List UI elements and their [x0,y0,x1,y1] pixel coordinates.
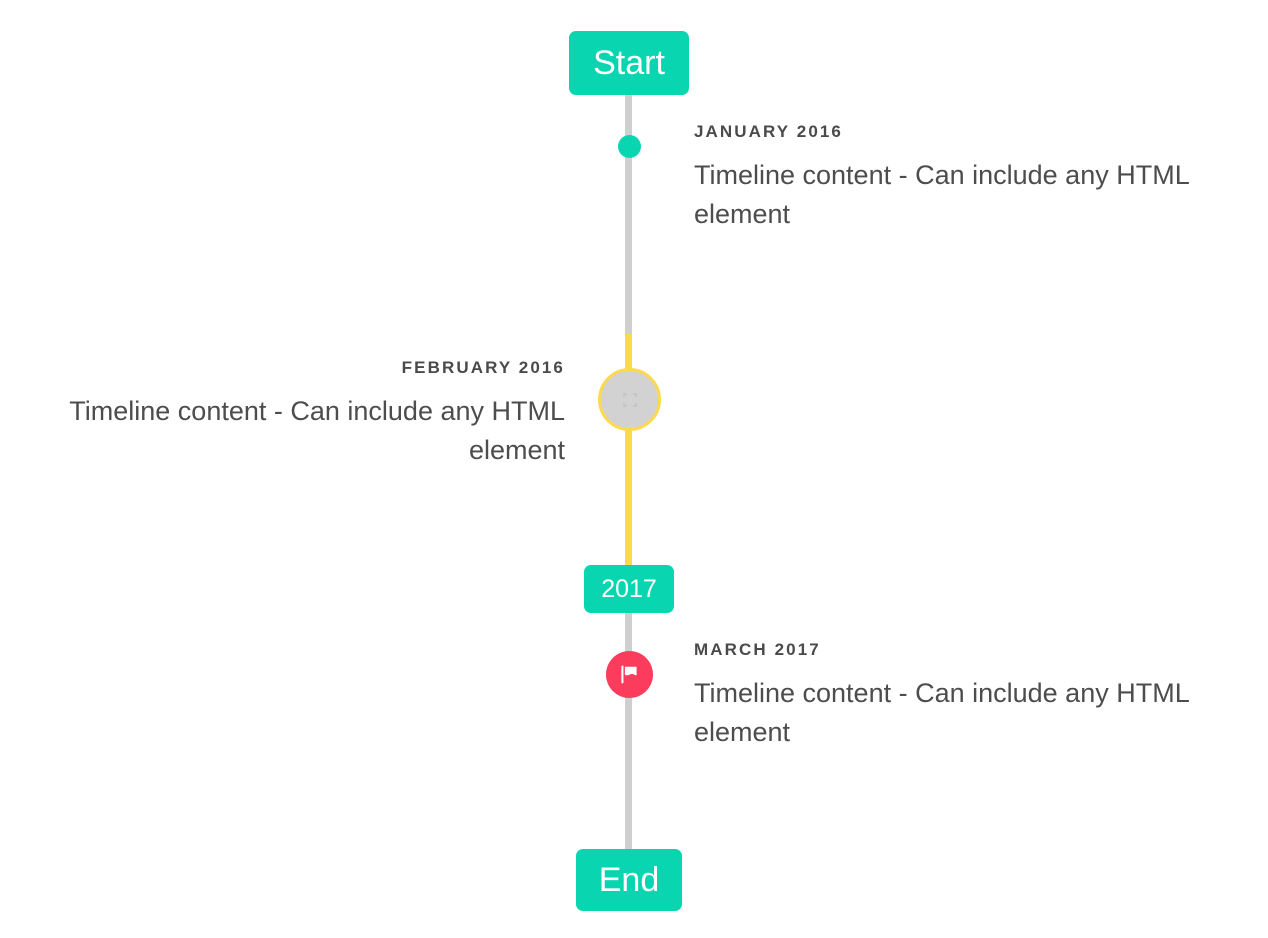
timeline-marker-badge-february[interactable] [598,368,661,431]
timeline-start-badge[interactable]: Start [569,31,689,95]
broken-image-icon [622,392,637,407]
timeline-event-body: FEBRUARY 2016 Timeline content - Can inc… [41,358,565,469]
timeline-spine-lower [625,612,632,857]
timeline-event-date: FEBRUARY 2016 [401,358,565,377]
timeline-year-badge-2017[interactable]: 2017 [584,565,674,613]
timeline-event-body: MARCH 2017 Timeline content - Can includ… [694,640,1218,751]
timeline-end-badge[interactable]: End [576,849,682,911]
flag-icon [621,665,637,684]
timeline-event-text: Timeline content - Can include any HTML … [694,160,1189,229]
timeline-marker-flag-march[interactable] [606,651,653,698]
timeline-event-text: Timeline content - Can include any HTML … [694,678,1189,747]
timeline-event-body: JANUARY 2016 Timeline content - Can incl… [694,122,1218,233]
timeline-spine-upper [625,88,632,338]
timeline-event-date: MARCH 2017 [694,640,821,659]
timeline-event-date: JANUARY 2016 [694,122,843,141]
timeline-event-text: Timeline content - Can include any HTML … [69,396,565,465]
timeline-spine-highlight [625,334,632,568]
timeline-marker-dot-january[interactable] [618,135,641,158]
